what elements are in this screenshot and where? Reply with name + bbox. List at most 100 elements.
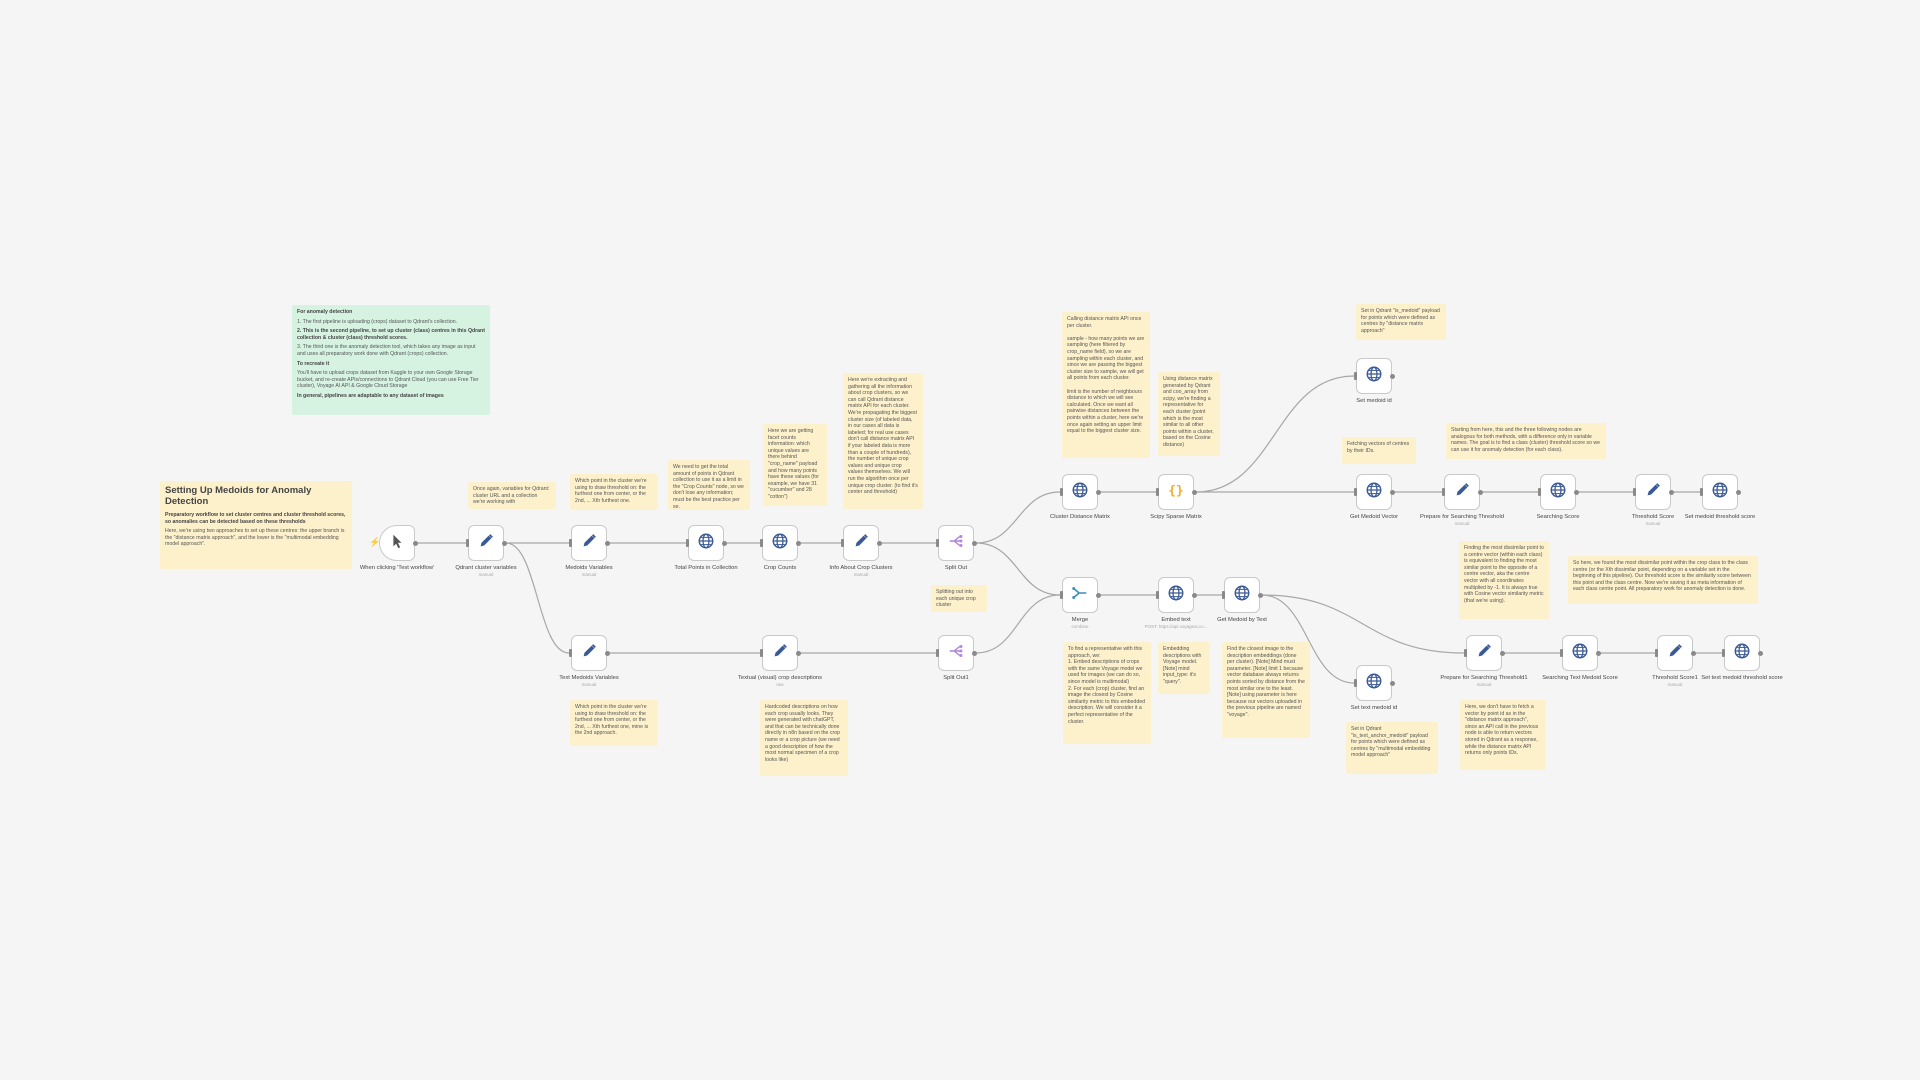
input-port[interactable] <box>1538 488 1541 496</box>
node-search-text-medoid[interactable] <box>1560 635 1601 671</box>
sticky-starting[interactable]: Starting from here, this and the three f… <box>1446 423 1606 459</box>
output-port[interactable] <box>1389 373 1395 379</box>
output-port[interactable] <box>501 540 507 546</box>
node-total-points[interactable] <box>686 525 727 561</box>
sticky-text-medoids-vars[interactable]: Which point in the cluster we're using t… <box>570 700 658 746</box>
connection-split-out-to-cluster-dist[interactable] <box>975 491 1061 544</box>
sticky-crop-counts[interactable]: Here we are getting facet counts informa… <box>763 424 827 506</box>
node-prep-thresh[interactable] <box>1442 474 1483 510</box>
node-trigger[interactable] <box>379 525 418 561</box>
node-qdrant-vars[interactable] <box>466 525 507 561</box>
sticky-no-fetch[interactable]: Here, we don't have to fetch a vector by… <box>1460 700 1546 770</box>
sticky-found[interactable]: So here, we found the most dissimilar po… <box>1568 556 1758 604</box>
input-port[interactable] <box>466 539 469 547</box>
output-port[interactable] <box>1191 592 1197 598</box>
input-port[interactable] <box>1560 649 1563 657</box>
sticky-title-note[interactable]: Setting Up Medoids for Anomaly Detection… <box>160 481 352 569</box>
connection-split-out1-to-merge[interactable] <box>975 594 1061 654</box>
output-port[interactable] <box>1499 650 1505 656</box>
node-medoids-vars[interactable] <box>569 525 610 561</box>
output-port[interactable] <box>604 650 610 656</box>
node-split-out[interactable] <box>936 525 977 561</box>
input-port[interactable] <box>1633 488 1636 496</box>
sticky-text-medoid[interactable]: Set in Qdrant "is_text_anchor_medoid" pa… <box>1346 722 1438 774</box>
input-port[interactable] <box>1354 488 1357 496</box>
node-thresh-score[interactable] <box>1633 474 1674 510</box>
output-port[interactable] <box>795 650 801 656</box>
node-info-crops[interactable] <box>841 525 882 561</box>
connection-split-out-to-merge[interactable] <box>975 542 1061 596</box>
input-port[interactable] <box>569 539 572 547</box>
input-port[interactable] <box>686 539 689 547</box>
sticky-embedding[interactable]: Embedding descriptions with Voyage model… <box>1158 642 1210 694</box>
input-port[interactable] <box>1354 679 1357 687</box>
output-port[interactable] <box>1095 592 1101 598</box>
node-merge[interactable] <box>1060 577 1101 613</box>
input-port[interactable] <box>760 649 763 657</box>
output-port[interactable] <box>1257 592 1263 598</box>
output-port[interactable] <box>1573 489 1579 495</box>
node-get-medoid-vec[interactable] <box>1354 474 1395 510</box>
node-thresh-score1[interactable] <box>1655 635 1696 671</box>
sticky-hardcoded[interactable]: Hardcoded descriptions on how each crop … <box>760 700 848 776</box>
output-port[interactable] <box>971 540 977 546</box>
node-search-score[interactable] <box>1538 474 1579 510</box>
sticky-cluster-distance[interactable]: Calling distance matrix API once per clu… <box>1062 312 1150 458</box>
input-port[interactable] <box>936 649 939 657</box>
input-port[interactable] <box>1700 488 1703 496</box>
node-embed-text[interactable] <box>1156 577 1197 613</box>
output-port[interactable] <box>1191 489 1197 495</box>
sticky-dissimilar[interactable]: Finding the most dissimilar point to a c… <box>1459 541 1549 619</box>
node-split-out1[interactable] <box>936 635 977 671</box>
output-port[interactable] <box>971 650 977 656</box>
output-port[interactable] <box>721 540 727 546</box>
input-port[interactable] <box>1464 649 1467 657</box>
output-port[interactable] <box>412 540 418 546</box>
node-set-medoid-id[interactable] <box>1354 358 1395 394</box>
input-port[interactable] <box>1722 649 1725 657</box>
sticky-info-crops[interactable]: Here we're extracting and gathering all … <box>843 373 923 509</box>
sticky-closest-image[interactable]: Find the closest image to the descriptio… <box>1222 642 1310 738</box>
connection-get-medoid-text-to-set-text-medoid[interactable] <box>1261 594 1355 684</box>
output-port[interactable] <box>604 540 610 546</box>
input-port[interactable] <box>1655 649 1658 657</box>
sticky-scipy[interactable]: Using distance matrix generated by Qdran… <box>1158 372 1220 456</box>
node-prep-thresh1[interactable] <box>1464 635 1505 671</box>
sticky-fetch-vectors[interactable]: Fetching vectors of centres by their IDs… <box>1342 437 1416 464</box>
output-port[interactable] <box>1757 650 1763 656</box>
sticky-split[interactable]: Splitting out into each unique crop clus… <box>931 585 987 612</box>
input-port[interactable] <box>1060 591 1063 599</box>
node-cluster-dist[interactable] <box>1060 474 1101 510</box>
input-port[interactable] <box>760 539 763 547</box>
node-set-text-medoid[interactable] <box>1354 665 1395 701</box>
input-port[interactable] <box>936 539 939 547</box>
output-port[interactable] <box>1389 489 1395 495</box>
connection-qdrant-vars-to-text-medoids-vars[interactable] <box>505 542 570 654</box>
output-port[interactable] <box>795 540 801 546</box>
output-port[interactable] <box>1668 489 1674 495</box>
sticky-anomaly-overview[interactable]: For anomaly detection 1. The first pipel… <box>292 305 490 415</box>
node-text-medoids-vars[interactable] <box>569 635 610 671</box>
input-port[interactable] <box>1060 488 1063 496</box>
node-scipy[interactable]: {} <box>1156 474 1197 510</box>
input-port[interactable] <box>569 649 572 657</box>
sticky-qdrant-vars[interactable]: Once again, variables for Qdrant: cluste… <box>468 482 556 509</box>
output-port[interactable] <box>1735 489 1741 495</box>
connection-scipy-to-set-medoid-id[interactable] <box>1195 375 1355 493</box>
connection-get-medoid-text-to-prep-thresh1[interactable] <box>1261 594 1465 654</box>
input-port[interactable] <box>1354 372 1357 380</box>
output-port[interactable] <box>876 540 882 546</box>
output-port[interactable] <box>1095 489 1101 495</box>
node-set-medoid-thresh[interactable] <box>1700 474 1741 510</box>
sticky-set-medoid[interactable]: Set in Qdrant "is_medoid" payload for po… <box>1356 304 1446 340</box>
node-set-text-thresh[interactable] <box>1722 635 1763 671</box>
output-port[interactable] <box>1389 680 1395 686</box>
sticky-representative[interactable]: To find a representative with this appro… <box>1063 642 1151 744</box>
input-port[interactable] <box>841 539 844 547</box>
output-port[interactable] <box>1595 650 1601 656</box>
output-port[interactable] <box>1477 489 1483 495</box>
input-port[interactable] <box>1442 488 1445 496</box>
output-port[interactable] <box>1690 650 1696 656</box>
sticky-total-points[interactable]: We need to get the total amount of point… <box>668 460 750 510</box>
